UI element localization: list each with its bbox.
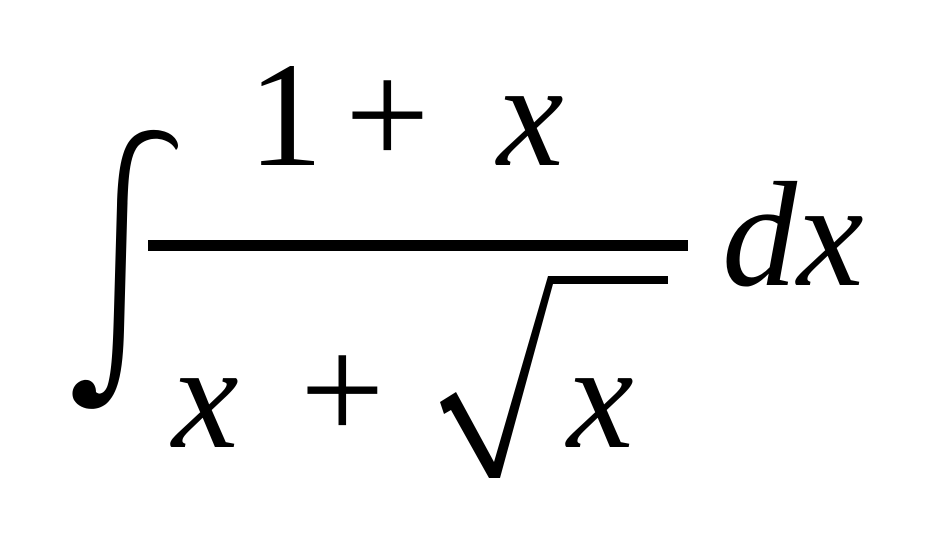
integral-sign bbox=[72, 129, 178, 409]
denominator-plus: + bbox=[300, 307, 385, 473]
numerator-plus: + bbox=[345, 32, 430, 198]
denominator-x: x bbox=[172, 314, 239, 480]
differential-dx: dx bbox=[722, 152, 864, 318]
fraction-bar bbox=[148, 240, 688, 251]
numerator-x: x bbox=[497, 32, 564, 198]
sqrt-radicand-x: x bbox=[567, 314, 634, 480]
numerator-one: 1 bbox=[248, 32, 323, 198]
